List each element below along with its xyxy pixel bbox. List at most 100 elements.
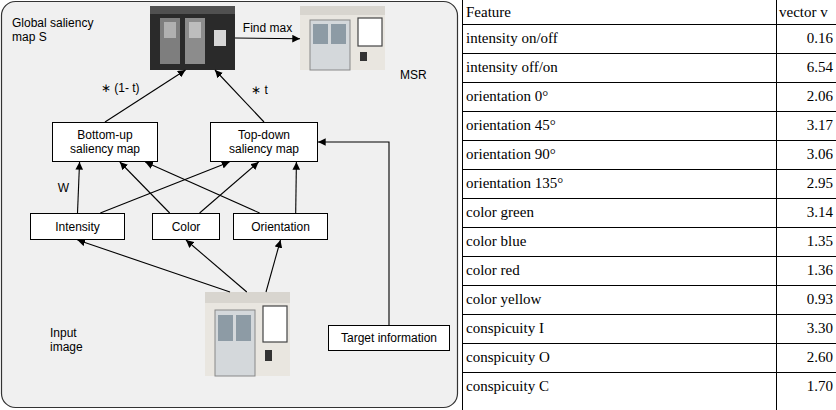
- table-rule: [462, 198, 836, 199]
- table-rule: [776, 0, 777, 410]
- table-rule: [462, 372, 836, 373]
- saliency-window: [189, 22, 201, 38]
- process-box: Top-down saliency map: [210, 122, 318, 162]
- table-header: Feature: [466, 0, 511, 24]
- box-label: Orientation: [251, 220, 310, 234]
- edge-label: Find max: [241, 21, 294, 35]
- box-label: Target information: [341, 331, 437, 345]
- table-cell: 3.14: [779, 198, 833, 227]
- table-cell: intensity off/on: [466, 53, 558, 82]
- table-cell: color red: [466, 256, 520, 285]
- photo-wall: [205, 292, 290, 376]
- table-cell: 1.36: [779, 256, 833, 285]
- table-cell: 2.95: [779, 169, 833, 198]
- table-rule: [462, 256, 836, 257]
- flow-arrow: [318, 142, 389, 325]
- feature-box: Color: [152, 213, 220, 240]
- box-label: Intensity: [55, 220, 100, 234]
- photo-window: [236, 315, 251, 341]
- table-cell: color green: [466, 198, 534, 227]
- table-cell: orientation 0°: [466, 82, 548, 111]
- table-rule: [462, 314, 836, 315]
- photo-board: [358, 18, 382, 46]
- msr-image: [300, 6, 385, 70]
- table-cell: 1.35: [779, 227, 833, 256]
- saliency-window: [164, 22, 176, 38]
- table-rule: [462, 343, 836, 344]
- table-rule: [462, 0, 463, 410]
- table-cell: 1.70: [779, 372, 833, 401]
- msr-image: MSR: [300, 6, 440, 90]
- table-cell: conspicuity I: [466, 314, 544, 343]
- table-rule: [462, 169, 836, 170]
- box-label: Bottom-up saliency map: [58, 128, 152, 156]
- saliency-door: [160, 18, 180, 64]
- table-rule: [462, 111, 836, 112]
- table-cell: conspicuity C: [466, 372, 549, 401]
- photo-panel: [360, 52, 367, 61]
- table-rules: [462, 0, 836, 410]
- flow-arrow: [78, 162, 80, 213]
- photo-board: [263, 306, 287, 342]
- table-rule: [462, 82, 836, 83]
- table-cell: 2.60: [779, 343, 833, 372]
- flow-arrow: [200, 162, 259, 213]
- photo-door: [310, 20, 350, 70]
- flow-arrow: [295, 162, 297, 213]
- feature-box: Orientation: [233, 213, 328, 240]
- table-cell: color yellow: [466, 285, 541, 314]
- process-box: Bottom-up saliency map: [52, 122, 158, 162]
- table-cell: 2.06: [779, 82, 833, 111]
- table-cell: 0.16: [779, 24, 833, 53]
- saliency-ground: [150, 6, 235, 70]
- table-cell: 3.17: [779, 111, 833, 140]
- flow-arrow: [266, 240, 281, 292]
- photo-ceiling: [300, 6, 385, 15]
- table-rule: [462, 227, 836, 228]
- table-cell: 0.93: [779, 285, 833, 314]
- photo-window: [313, 24, 328, 44]
- table-cell: conspicuity O: [466, 343, 550, 372]
- edge-label: W: [56, 181, 71, 195]
- image-caption: Input image: [50, 326, 105, 354]
- photo-wall: [300, 6, 385, 70]
- photo-panel: [265, 350, 272, 361]
- table-cell: orientation 90°: [466, 140, 556, 169]
- saliency-map-image: [150, 6, 235, 70]
- input-image: [205, 292, 290, 376]
- table-cell: 3.30: [779, 314, 833, 343]
- table-rule: [462, 285, 836, 286]
- photo-window: [331, 24, 346, 44]
- box-label: Top-down saliency map: [216, 128, 312, 156]
- table-rule: [462, 140, 836, 141]
- flow-arrow: [235, 37, 300, 39]
- edge-label: ∗ (1- t): [99, 81, 142, 95]
- table-rule: [462, 53, 836, 54]
- flow-arrow: [186, 240, 247, 292]
- process-box: Target information: [328, 325, 450, 351]
- box-label: Color: [172, 220, 201, 234]
- image-caption: MSR: [400, 68, 438, 82]
- flow-arrow: [100, 162, 229, 213]
- table-cell: orientation 45°: [466, 111, 556, 140]
- photo-door: [215, 310, 255, 376]
- image-caption: Global saliency map S: [12, 16, 112, 44]
- input-image: Input image: [50, 292, 290, 376]
- flow-arrow: [78, 240, 231, 292]
- table-cell: orientation 135°: [466, 169, 563, 198]
- saliency-band: [150, 6, 235, 14]
- saliency-map: Global saliency map S: [10, 6, 235, 70]
- feature-box: Intensity: [30, 213, 125, 240]
- flow-arrow: [105, 70, 186, 122]
- photo-ceiling: [205, 292, 290, 303]
- table-cell: 3.06: [779, 140, 833, 169]
- edge-label: ∗ t: [249, 83, 270, 97]
- table-cell: intensity on/off: [466, 24, 558, 53]
- table-cell: color blue: [466, 227, 526, 256]
- table-rule: [462, 24, 836, 25]
- flow-arrow: [145, 162, 259, 213]
- table-cell: 6.54: [779, 53, 833, 82]
- system-panel: [2, 2, 458, 408]
